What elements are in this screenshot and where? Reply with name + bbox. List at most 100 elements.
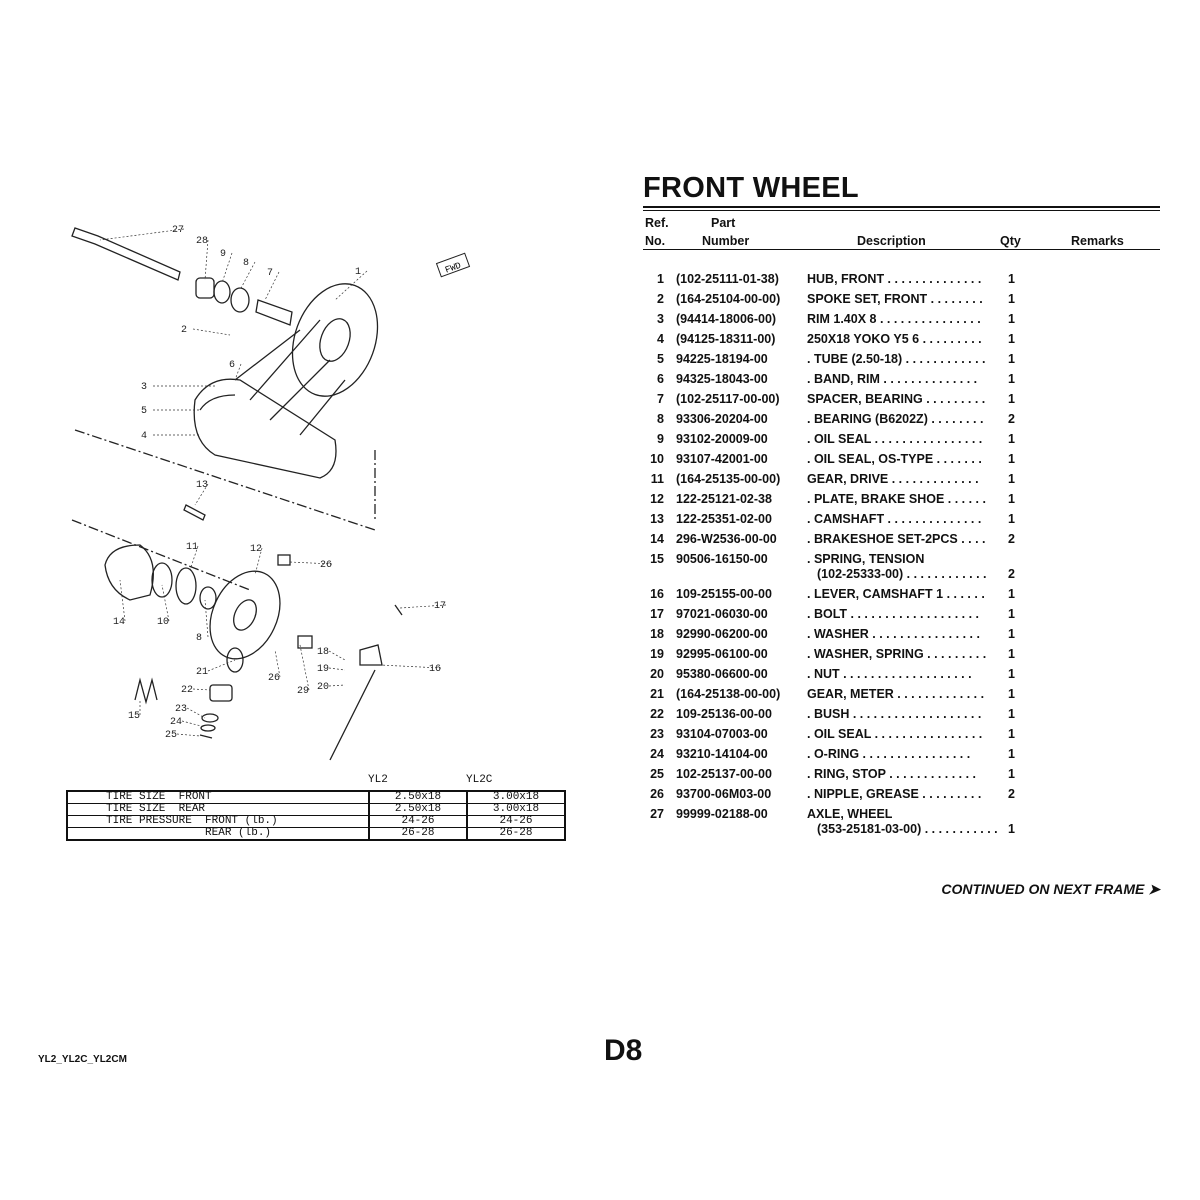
quantity: 1 xyxy=(1008,452,1015,466)
tire-row-label: REAR (lb.) xyxy=(66,827,370,841)
description: . CAMSHAFT . . . . . . . . . . . . . . xyxy=(807,512,982,526)
axle-shape xyxy=(71,227,181,281)
callout-label: 25 xyxy=(165,730,177,741)
tire-row-label: TIRE SIZE FRONT xyxy=(66,790,370,804)
quantity: 1 xyxy=(1008,472,1015,486)
tire-yl2-value: 26-28 xyxy=(368,827,468,841)
description: . OIL SEAL, OS-TYPE . . . . . . . xyxy=(807,452,982,466)
part-number: 122-25121-02-38 xyxy=(676,492,772,506)
callout-label: 6 xyxy=(229,360,235,371)
description: . WASHER, SPRING . . . . . . . . . xyxy=(807,647,987,661)
description: . NIPPLE, GREASE . . . . . . . . . xyxy=(807,787,982,801)
tire-yl2c-value: 26-28 xyxy=(466,827,566,841)
callout-label: 26 xyxy=(268,673,280,684)
tire-row-label: TIRE SIZE REAR xyxy=(66,803,370,816)
tire-yl2c-value: 3.00x18 xyxy=(466,803,566,816)
callout-leader-line xyxy=(328,667,346,671)
part-number: 93107-42001-00 xyxy=(676,452,768,466)
part-number: 93306-20204-00 xyxy=(676,412,768,426)
ref-number: 15 xyxy=(650,552,664,566)
part-number: 90506-16150-00 xyxy=(676,552,768,566)
ref-number: 3 xyxy=(657,312,664,326)
description: RIM 1.40X 8 . . . . . . . . . . . . . . … xyxy=(807,312,981,326)
description: . LEVER, CAMSHAFT 1 . . . . . . xyxy=(807,587,985,601)
part-number: 93700-06M03-00 xyxy=(676,787,772,801)
description: . O-RING . . . . . . . . . . . . . . . . xyxy=(807,747,971,761)
part-number: 93102-20009-00 xyxy=(676,432,768,446)
callout-label: 20 xyxy=(317,682,329,693)
quantity: 1 xyxy=(1008,512,1015,526)
parts-row: 1(102-25111-01-38)HUB, FRONT . . . . . .… xyxy=(640,272,1160,290)
callout-leader-line xyxy=(289,561,333,565)
quantity: 1 xyxy=(1008,627,1015,641)
description: . BEARING (B6202Z) . . . . . . . . xyxy=(807,412,984,426)
ref-number: 22 xyxy=(650,707,664,721)
part-number: 99999-02188-00 xyxy=(676,807,768,821)
part-number: 109-25136-00-00 xyxy=(676,707,772,721)
quantity: 2 xyxy=(1008,567,1015,581)
callout-label: 5 xyxy=(141,406,147,417)
callout-label: 12 xyxy=(250,544,262,555)
quantity: 1 xyxy=(1008,587,1015,601)
quantity: 1 xyxy=(1008,432,1015,446)
callout-leader-line xyxy=(221,252,233,284)
quantity: 2 xyxy=(1008,412,1015,426)
callout-leader-line xyxy=(328,684,346,687)
tire-yl2-value: 24-26 xyxy=(368,815,468,828)
description: . BRAKESHOE SET-2PCS . . . . xyxy=(807,532,986,546)
ref-number: 26 xyxy=(650,787,664,801)
description: . BOLT . . . . . . . . . . . . . . . . .… xyxy=(807,607,980,621)
callout-label: 15 xyxy=(128,711,140,722)
tire-yl2c-value: 3.00x18 xyxy=(466,790,566,804)
part-number: 92990-06200-00 xyxy=(676,627,768,641)
callout-label: 23 xyxy=(175,704,187,715)
callout-label: 10 xyxy=(157,617,169,628)
quantity: 1 xyxy=(1008,332,1015,346)
header-remarks: Remarks xyxy=(1071,234,1124,248)
ref-number: 11 xyxy=(650,472,664,486)
parts-row: 3(94414-18006-00)RIM 1.40X 8 . . . . . .… xyxy=(640,312,1160,330)
continued-link[interactable]: CONTINUED ON NEXT FRAME ➤ xyxy=(941,881,1160,897)
quantity: 1 xyxy=(1008,492,1015,506)
callout-leader-line xyxy=(328,650,346,661)
tire-yl2-value: 2.50x18 xyxy=(368,803,468,816)
quantity: 1 xyxy=(1008,272,1015,286)
header-qty: Qty xyxy=(1000,234,1021,248)
part-number: 93104-07003-00 xyxy=(676,727,768,741)
ref-number: 16 xyxy=(650,587,664,601)
callout-label: 21 xyxy=(196,667,208,678)
part-number: 95380-06600-00 xyxy=(676,667,768,681)
part-number: (102-25111-01-38) xyxy=(676,272,779,286)
description: . NUT . . . . . . . . . . . . . . . . . … xyxy=(807,667,972,681)
title-rule xyxy=(643,206,1160,208)
header-ref: Ref. xyxy=(645,216,669,230)
description-continued: (102-25333-00) . . . . . . . . . . . . xyxy=(817,567,987,581)
tire-col-yl2: YL2 xyxy=(368,774,388,786)
callout-label: 24 xyxy=(170,717,182,728)
callout-label: 4 xyxy=(141,431,147,442)
page-number: D8 xyxy=(604,1034,643,1067)
callout-leader-line xyxy=(119,579,126,622)
callout-leader-line xyxy=(299,644,310,691)
quantity: 2 xyxy=(1008,532,1015,546)
callout-leader-line xyxy=(204,599,209,638)
quantity: 1 xyxy=(1008,352,1015,366)
quantity: 1 xyxy=(1008,747,1015,761)
tire-yl2-value: 2.50x18 xyxy=(368,790,468,804)
callout-label: 1 xyxy=(355,267,361,278)
callout-leader-line xyxy=(234,363,242,381)
callout-leader-line xyxy=(204,239,209,281)
parts-row: 7(102-25117-00-00)SPACER, BEARING . . . … xyxy=(640,392,1160,410)
callout-leader-line xyxy=(186,707,206,719)
ref-number: 20 xyxy=(650,667,664,681)
